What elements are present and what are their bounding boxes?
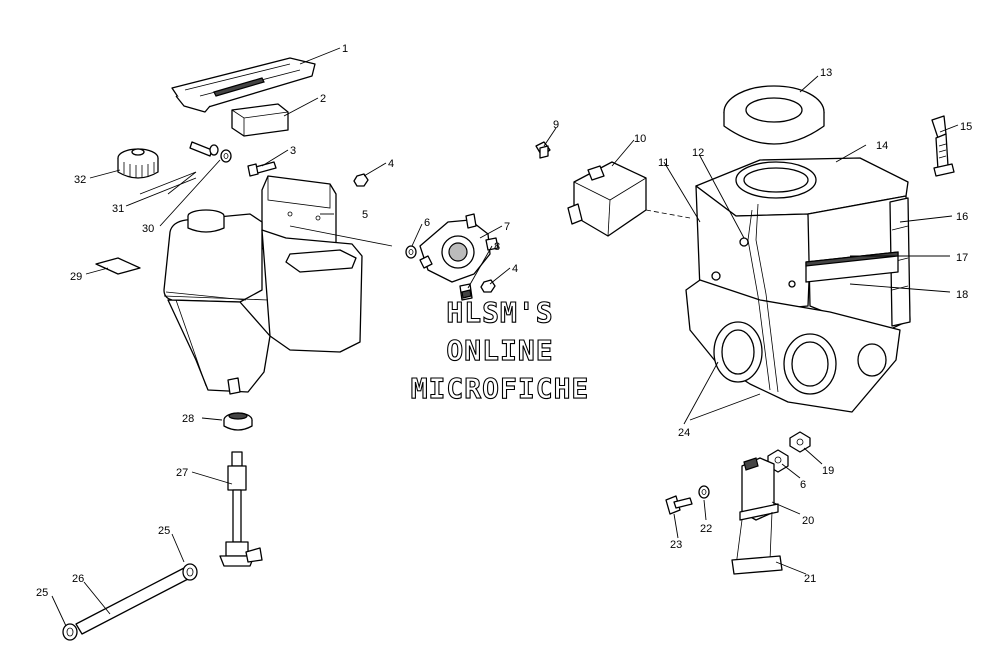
callout-32: 32 <box>74 174 86 186</box>
callout-2: 2 <box>320 93 326 105</box>
callout-3: 3 <box>290 145 296 157</box>
part-electronic-module <box>567 161 691 237</box>
callout-16: 16 <box>956 211 968 223</box>
callout-18: 18 <box>956 289 968 301</box>
part-bolt-3 <box>247 161 277 177</box>
part-airbox <box>685 157 911 413</box>
leader-lines <box>51 47 959 627</box>
callout-1: 1 <box>342 43 348 55</box>
callout-21: 21 <box>804 573 816 585</box>
part-vent-line <box>139 171 197 195</box>
callout-10: 10 <box>634 133 646 145</box>
part-foam-block <box>231 103 289 137</box>
callout-5: 5 <box>362 209 368 221</box>
part-oil-tank <box>163 209 393 395</box>
callout-labels: 1 2 3 4 5 6 7 8 4 9 10 11 12 13 14 15 16… <box>36 43 972 599</box>
part-bolt-19 <box>789 431 811 453</box>
callout-4b: 4 <box>512 263 518 275</box>
callout-31: 31 <box>112 203 124 215</box>
part-bolt-9 <box>535 141 551 159</box>
part-bolt-washer <box>189 141 232 163</box>
callout-24: 24 <box>678 427 690 439</box>
part-tank-cover <box>171 57 316 113</box>
part-mount-bracket <box>731 457 783 575</box>
callout-8: 8 <box>494 241 500 253</box>
part-washer-22 <box>698 485 710 499</box>
callout-22: 22 <box>700 523 712 535</box>
part-nut-4a <box>353 173 369 187</box>
callout-27: 27 <box>176 467 188 479</box>
callout-12: 12 <box>692 147 704 159</box>
part-foam-ring <box>723 85 825 145</box>
part-label-strip <box>95 257 141 275</box>
callout-28: 28 <box>182 413 194 425</box>
callout-26: 26 <box>72 573 84 585</box>
callout-11: 11 <box>658 157 669 169</box>
callout-25b: 25 <box>36 587 48 599</box>
callout-9: 9 <box>553 119 559 131</box>
part-grommet <box>223 412 253 431</box>
watermark: HLSM'S ONLINE MICROFICHE <box>410 295 590 405</box>
part-oil-hose <box>62 563 198 641</box>
callout-15: 15 <box>960 121 972 133</box>
part-check-valve <box>419 213 499 283</box>
callout-29: 29 <box>70 271 82 283</box>
part-latch <box>931 115 955 177</box>
callout-25a: 25 <box>158 525 170 537</box>
callout-6b: 6 <box>800 479 806 491</box>
part-bolt-23 <box>665 495 693 515</box>
callout-30: 30 <box>142 223 154 235</box>
part-filler-cap <box>117 148 159 179</box>
watermark-line-2: ONLINE <box>446 334 553 367</box>
part-oil-filter-fitting <box>219 451 263 567</box>
callout-6a: 6 <box>424 217 430 229</box>
watermark-line-3: MICROFICHE <box>411 372 590 405</box>
callout-4a: 4 <box>388 158 394 170</box>
part-washer-6a <box>405 245 417 259</box>
watermark-line-1: HLSM'S <box>446 296 553 329</box>
callout-17: 17 <box>956 252 968 264</box>
callout-14: 14 <box>876 140 888 152</box>
callout-19: 19 <box>822 465 834 477</box>
callout-23: 23 <box>670 539 682 551</box>
part-fitting-8 <box>459 283 473 301</box>
callout-20: 20 <box>802 515 814 527</box>
callout-7: 7 <box>504 221 510 233</box>
callout-13: 13 <box>820 67 832 79</box>
